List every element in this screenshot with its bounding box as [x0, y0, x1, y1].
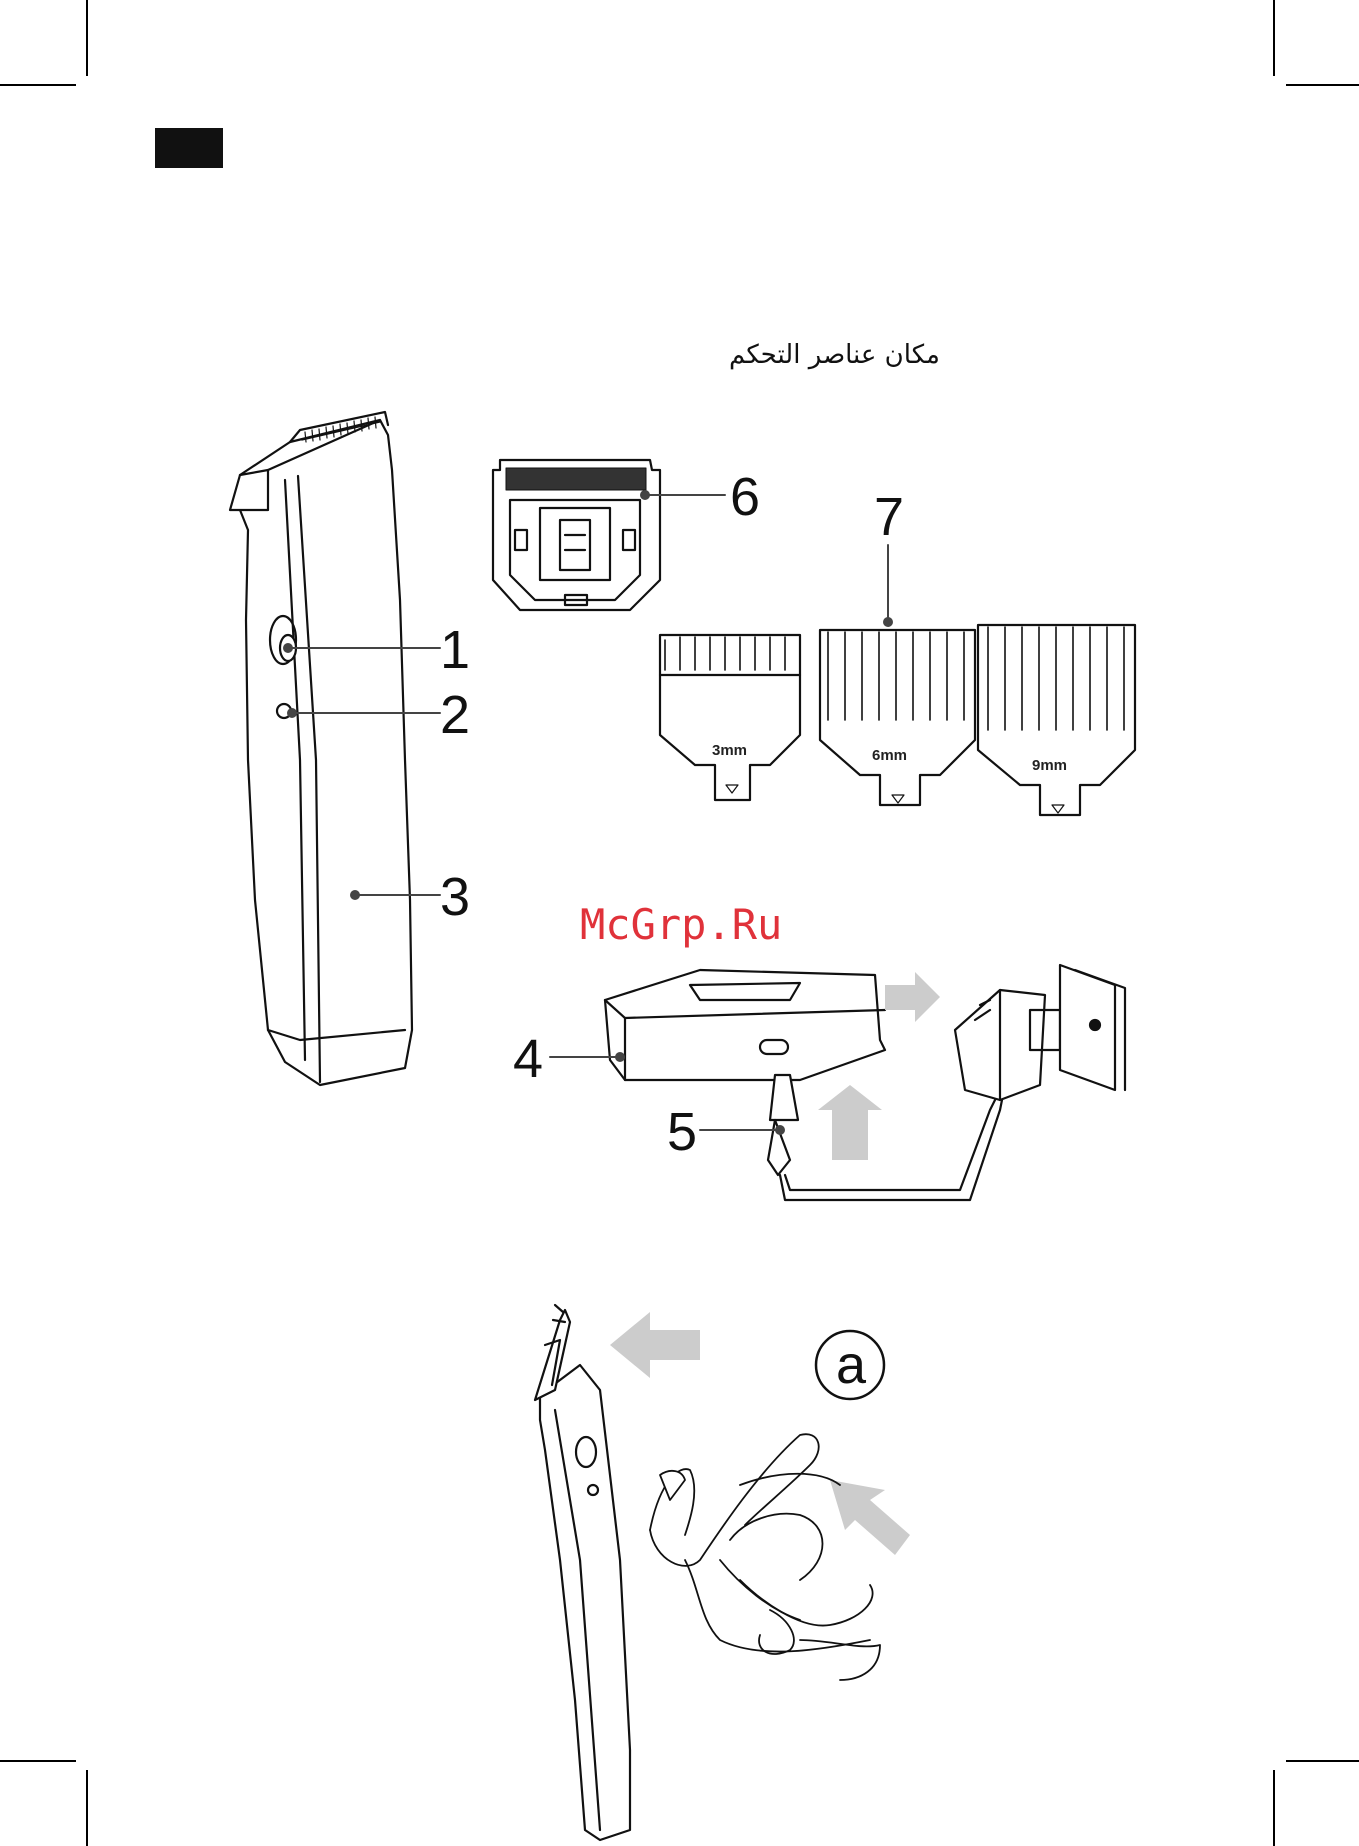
blade-unit	[493, 460, 660, 610]
comb-6mm	[820, 630, 975, 805]
comb-9mm	[978, 625, 1135, 815]
arrow-left-icon	[610, 1312, 700, 1378]
arrow-diagonal-icon	[830, 1480, 910, 1555]
hand-step-a	[650, 1434, 880, 1680]
callout-3: 3	[440, 867, 470, 927]
comb-6mm-label: 6mm	[872, 747, 907, 764]
callout-5: 5	[667, 1102, 697, 1162]
arrow-right-icon	[885, 972, 940, 1022]
callout-2: 2	[440, 685, 470, 745]
power-cable	[768, 1075, 1002, 1200]
trimmer-step-a	[535, 1305, 630, 1840]
callout-6: 6	[730, 467, 760, 527]
comb-9mm-label: 9mm	[1032, 757, 1067, 774]
comb-3mm-label: 3mm	[712, 742, 747, 759]
wall-socket	[1060, 965, 1125, 1090]
callout-4: 4	[513, 1029, 543, 1089]
comb-3mm	[660, 635, 800, 800]
step-a-label: a	[836, 1335, 867, 1395]
arrow-up-icon	[818, 1085, 882, 1160]
callout-7: 7	[874, 487, 904, 547]
callout-1: 1	[440, 620, 470, 680]
charging-stand	[605, 970, 885, 1080]
trimmer-body	[230, 412, 412, 1085]
